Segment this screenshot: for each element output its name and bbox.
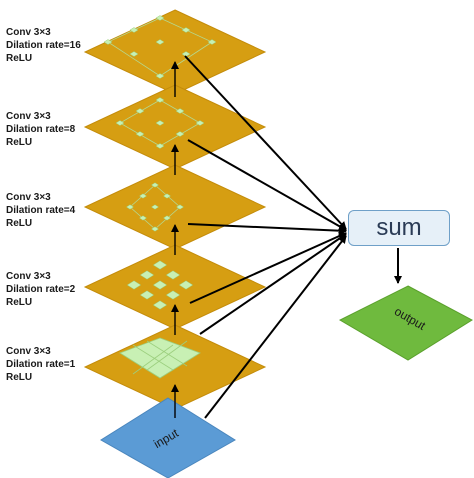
arrow-rate4-to-sum — [187, 223, 347, 235]
kernel-node-rate8 — [115, 120, 125, 126]
kernel-node-rate4 — [126, 204, 134, 210]
kernel-nodes — [103, 15, 217, 310]
kernel-node-rate8 — [175, 108, 185, 114]
layer-label-rate: Dilation rate=4 — [6, 205, 76, 216]
kernel-node-rate4 — [151, 204, 159, 210]
kernel-node-rate4 — [163, 193, 171, 199]
kernel-node-rate8 — [195, 120, 205, 126]
kernel-node-rate2 — [126, 280, 142, 290]
kernel-node-rate8 — [155, 120, 165, 126]
output-plane — [338, 285, 473, 361]
layer-label-rate: Dilation rate=8 — [6, 124, 76, 135]
layer-label-activation: ReLU — [6, 297, 33, 308]
arrow-rate1-to-sum — [199, 233, 347, 335]
kernel-node-rate16 — [155, 73, 165, 79]
kernel-node-rate16 — [129, 51, 139, 57]
input-plane — [100, 397, 236, 478]
layer-label-rate: Dilation rate=2 — [6, 284, 76, 295]
kernel-node-rate2 — [139, 270, 155, 280]
kernel-node-rate16 — [155, 39, 165, 45]
sum-label: sum — [376, 214, 422, 241]
kernel-node-rate2 — [152, 300, 168, 310]
layer-label-op: Conv 3×3 — [6, 27, 51, 38]
kernel-node-rate2 — [165, 290, 181, 300]
layer-label-activation: ReLU — [6, 218, 33, 229]
dense-grid-rate1 — [119, 337, 201, 379]
kernel-node-rate4 — [151, 182, 159, 188]
layer-label-rate8: Conv 3×3 Dilation rate=8 ReLU — [6, 110, 75, 149]
kernel-node-rate8 — [175, 131, 185, 137]
kernel-node-rate16 — [103, 39, 113, 45]
kernel-node-rate2 — [165, 270, 181, 280]
layer-label-op: Conv 3×3 — [6, 111, 51, 122]
kernel-node-rate4 — [151, 226, 159, 232]
layer-label-rate: Dilation rate=16 — [6, 40, 81, 51]
kernel-node-rate16 — [155, 15, 165, 21]
kernel-node-rate4 — [139, 215, 147, 221]
kernel-node-rate2 — [139, 290, 155, 300]
layer-label-op: Conv 3×3 — [6, 192, 51, 203]
layer-label-rate2: Conv 3×3 Dilation rate=2 ReLU — [6, 270, 75, 309]
arrow-rate16-to-sum — [184, 55, 347, 230]
layer-label-activation: ReLU — [6, 372, 33, 383]
layer-label-rate16: Conv 3×3 Dilation rate=16 ReLU — [6, 26, 81, 65]
arrow-rate8-to-sum — [187, 139, 347, 231]
layer-label-op: Conv 3×3 — [6, 271, 51, 282]
kernel-node-rate4 — [139, 193, 147, 199]
layer-label-rate: Dilation rate=1 — [6, 359, 76, 370]
kernel-node-rate2 — [178, 280, 194, 290]
layer-label-activation: ReLU — [6, 53, 33, 64]
layer-label-activation: ReLU — [6, 137, 33, 148]
kernel-node-rate16 — [129, 27, 139, 33]
kernel-node-rate8 — [135, 108, 145, 114]
kernel-node-rate8 — [135, 131, 145, 137]
kernel-node-rate8 — [155, 143, 165, 149]
kernel-node-rate4 — [163, 215, 171, 221]
kernel-node-rate16 — [181, 27, 191, 33]
kernel-node-rate2 — [152, 260, 168, 270]
kernel-node-rate8 — [155, 97, 165, 103]
layer-label-rate4: Conv 3×3 Dilation rate=4 ReLU — [6, 191, 75, 230]
arrow-input-to-sum — [204, 235, 347, 419]
kernel-node-rate4 — [176, 204, 184, 210]
kernel-node-rate2 — [152, 280, 168, 290]
sum-node: sum — [348, 210, 450, 246]
layer-label-rate1: Conv 3×3 Dilation rate=1 ReLU — [6, 345, 75, 384]
layer-label-op: Conv 3×3 — [6, 346, 51, 357]
arrow-rate2-to-sum — [189, 232, 347, 304]
kernel-node-rate16 — [207, 39, 217, 45]
